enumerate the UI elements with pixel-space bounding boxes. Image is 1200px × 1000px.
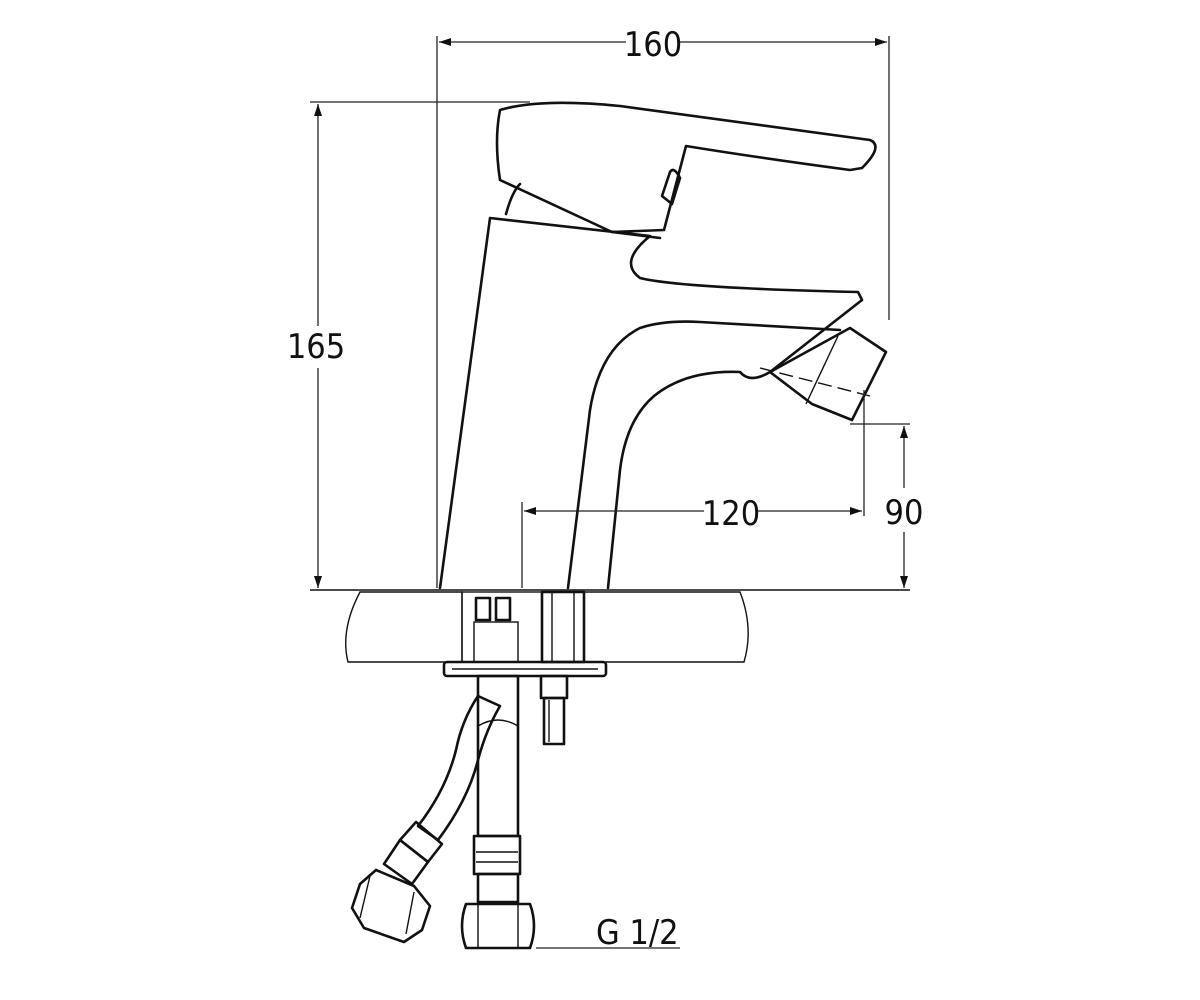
dimension-width-label: 160: [624, 25, 682, 65]
faucet-body: [438, 182, 864, 590]
dimension-height-label: 165: [287, 327, 345, 367]
countertop-section: [310, 589, 910, 663]
dimension-width: 160: [436, 25, 890, 588]
mounting-plate: [442, 660, 608, 678]
dimension-spout-reach: 120: [521, 390, 865, 588]
hose-nut-straight: [460, 902, 536, 950]
lever-handle: [495, 101, 877, 240]
mounting-stud-section: [461, 590, 586, 664]
flexible-hose-bent: [350, 694, 502, 944]
dimension-height: 165: [287, 101, 530, 588]
threaded-stud: [539, 674, 569, 746]
dimension-spout-reach-label: 120: [702, 494, 760, 534]
dimension-spout-height: 90: [850, 423, 924, 588]
dimension-spout-height-label: 90: [885, 493, 924, 533]
bidet-nozzle: [759, 326, 888, 422]
connection-callout: G 1/2: [536, 913, 680, 953]
connection-label: G 1/2: [596, 913, 679, 953]
